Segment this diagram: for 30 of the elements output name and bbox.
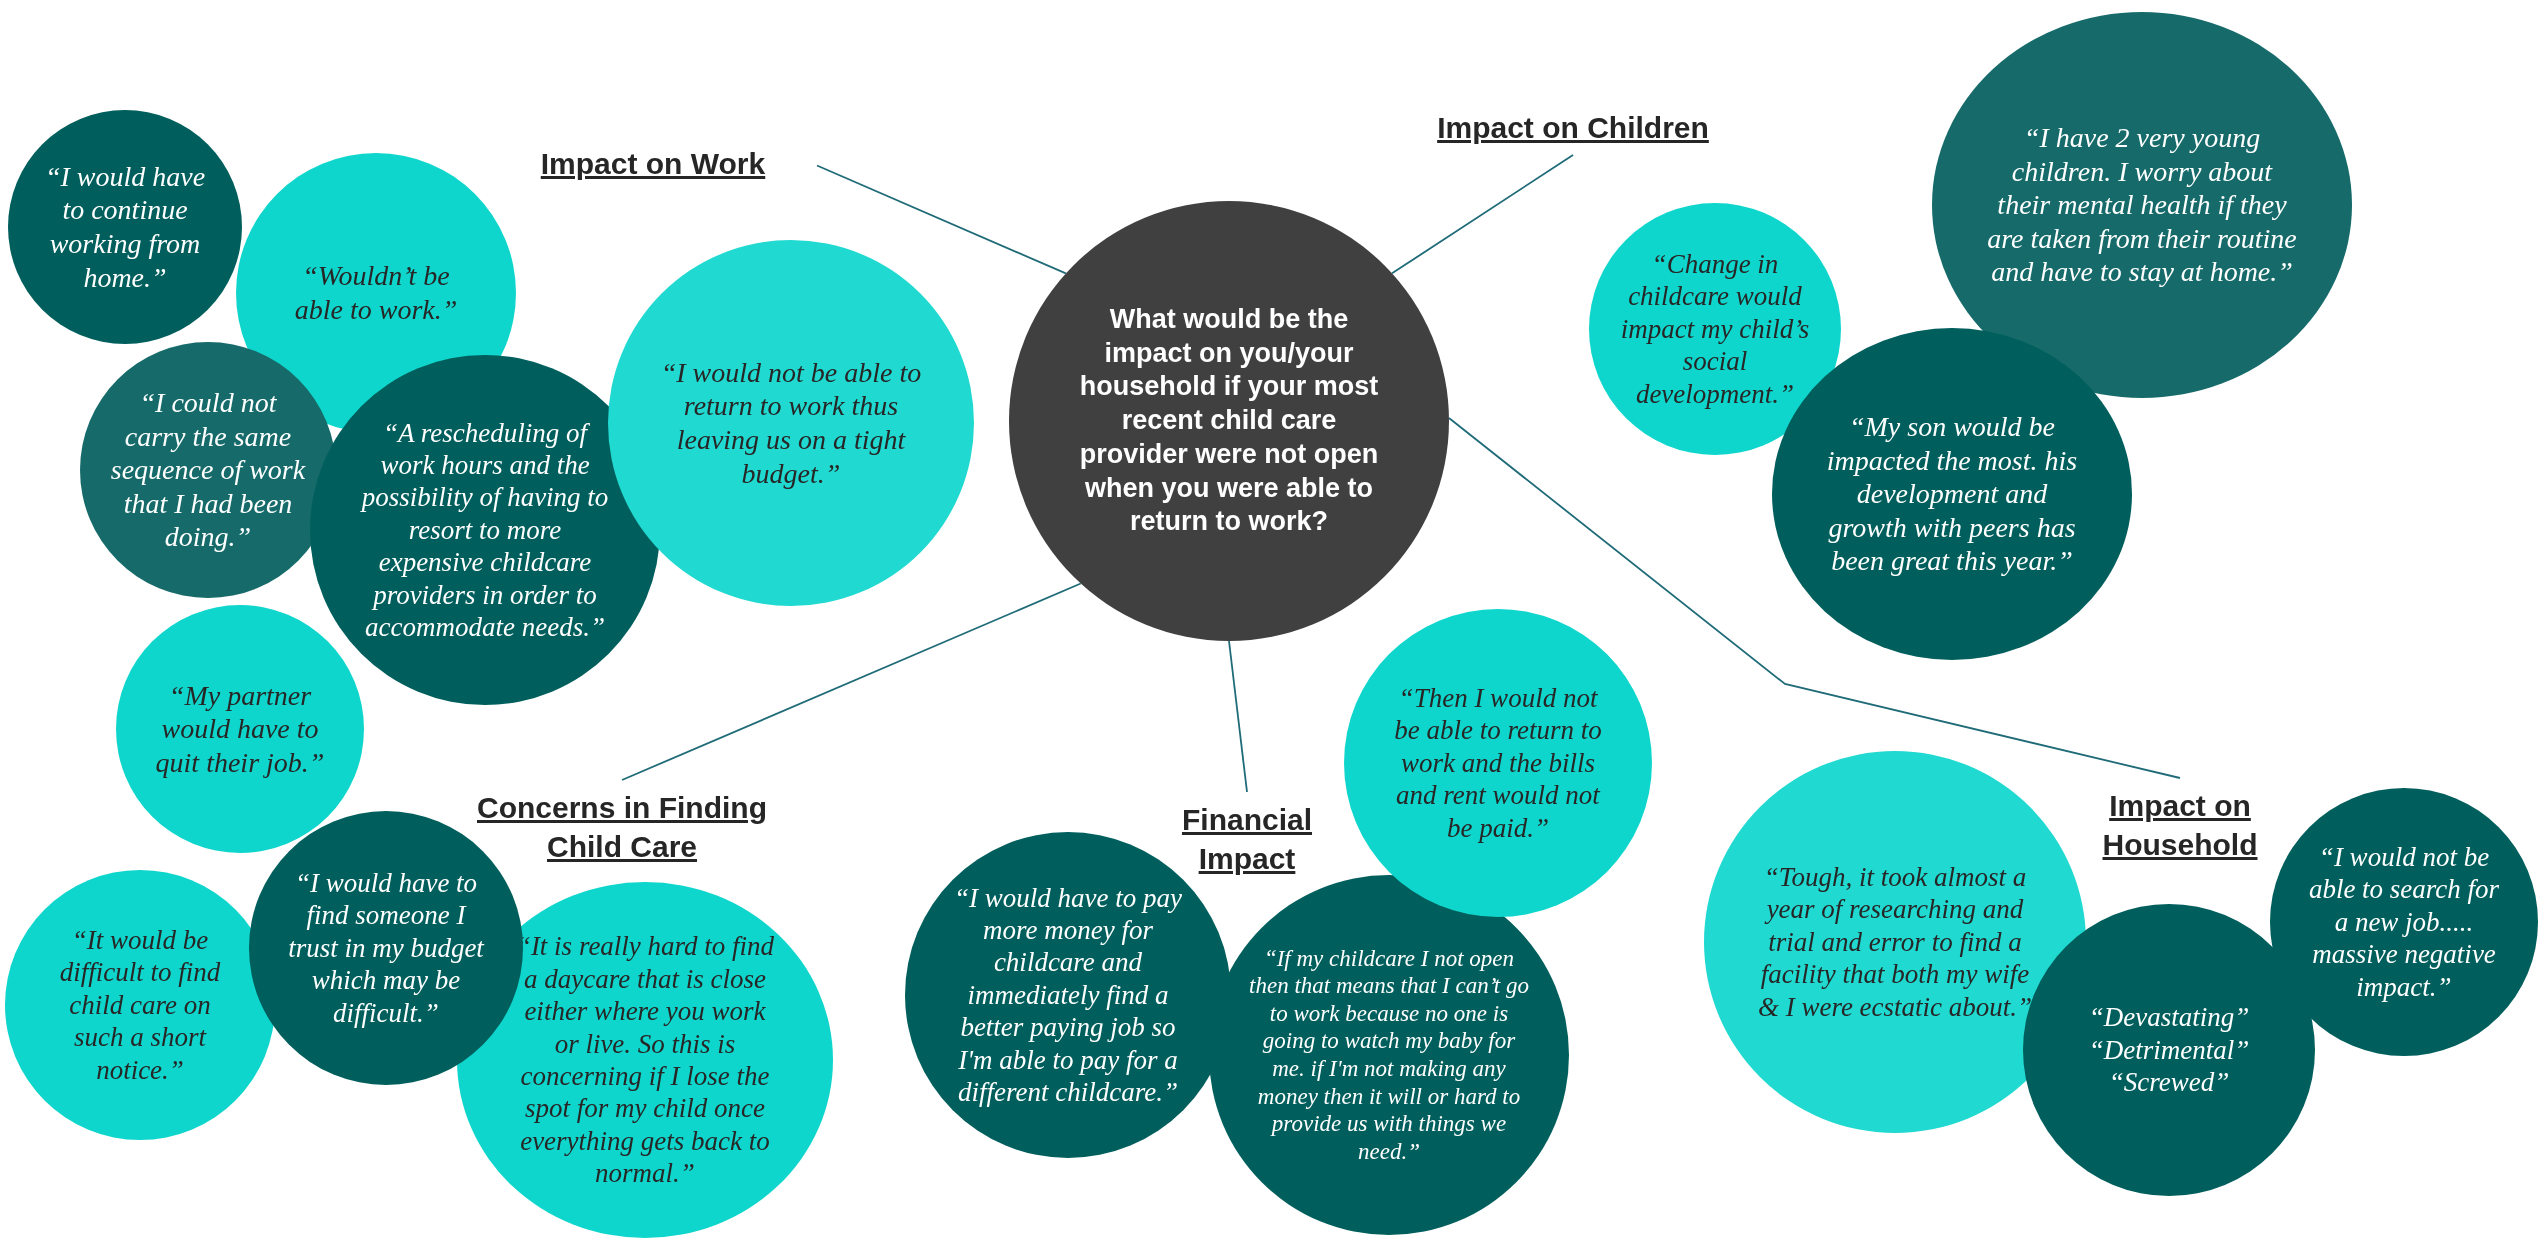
quote-text: “My partner would have to quit their job.” xyxy=(154,678,326,780)
connector-line xyxy=(1448,417,2181,779)
quote-text: “Tough, it took almost a year of researching and trial and error to find a facility that both my wife & I were ecstatic about.” xyxy=(1756,861,2034,1023)
quote-text: “I would have to continue working from home.” xyxy=(43,159,207,295)
quote-text: “Change in childcare would impact my child’s social development.” xyxy=(1620,248,1810,410)
quote-text: “I could not carry the same sequence of work that I had been doing.” xyxy=(109,386,307,554)
connector-line xyxy=(816,164,1067,275)
category-heading: Financial Impact xyxy=(1162,800,1332,878)
quote-text: “Screwed” xyxy=(2107,1066,2231,1099)
category-heading: Concerns in Finding Child Care xyxy=(462,788,782,866)
quote-text: “My son would be impacted the most. his development and growth with peers has been great this year.” xyxy=(1825,410,2079,578)
quote-text: “Detrimental” xyxy=(2087,1033,2251,1067)
quote-text: “I would not be able to search for a new job..... massive negative impact.” xyxy=(2307,841,2501,1003)
quote-text: “Then I would not be able to return to work and the bills and rent would not be paid.” xyxy=(1393,682,1603,844)
quote-text: “I would have to pay more money for childcare and immediately find a better paying job so I'm able to pay for a different childcare.” xyxy=(953,881,1183,1109)
quote-text: “Wouldn’t be able to work.” xyxy=(293,259,459,327)
quote-text: “If my childcare I not open then that means that I can’t go to work because no one is going to watch my baby for me. if I'm not making any money then it will or hard to provide us with things we need.” xyxy=(1248,944,1530,1166)
connector-line xyxy=(1228,640,1248,793)
quote-text: “A rescheduling of work hours and the possibility of having to resort to more expensive childcare providers in order to accommodate needs.” xyxy=(359,416,610,644)
connector-line xyxy=(621,582,1082,781)
category-heading: Impact on Work xyxy=(503,144,803,183)
quote-text: “I have 2 very young children. I worry about their mental health if they are taken from their routine and have to stay at home.” xyxy=(1986,121,2298,289)
quote-text: “It would be difficult to find child care on such a short notice.” xyxy=(58,924,222,1086)
question-text: What would be the impact on you/your household if your most recent child care provider were not open when you were able to return to work? xyxy=(1079,302,1379,539)
quote-text: “I would have to find someone I trust in my budget which may be difficult.” xyxy=(287,867,486,1029)
category-heading: Impact on Children xyxy=(1403,108,1743,147)
quote-text: “Devastating” xyxy=(2087,1001,2251,1034)
quote-text: “I would not be able to return to work thus leaving us on a tight budget.” xyxy=(659,355,923,491)
connector-line xyxy=(1391,154,1574,275)
category-heading: Impact on Household xyxy=(2080,786,2280,864)
